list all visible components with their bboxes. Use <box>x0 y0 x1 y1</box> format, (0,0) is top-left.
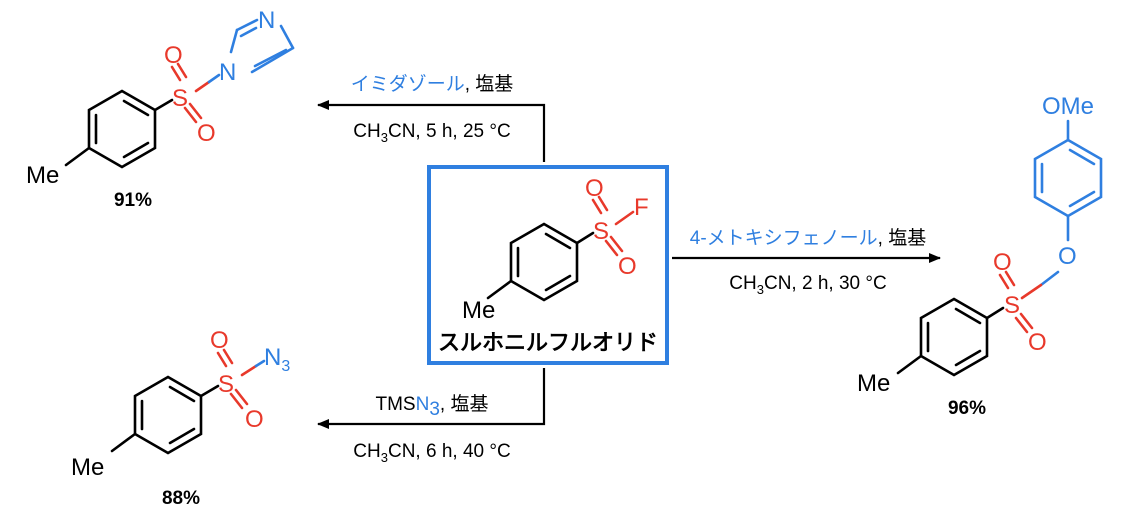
imidazole-conditions: CH3CN, 5 h, 25 °C <box>353 121 510 145</box>
center-compound-name: スルホニルフルオリド <box>438 330 658 355</box>
imidazole-ring <box>229 18 295 74</box>
azide-conditions: CH3CN, 6 h, 40 °C <box>353 441 510 465</box>
center-highlight-box <box>427 165 669 365</box>
imidazole-product-benzene <box>87 89 157 169</box>
imidazole-reagent-line: イミダゾール, 塩基 <box>351 73 514 95</box>
phenol-oxygen-top: O <box>993 249 1012 276</box>
azide-n3-label: N3 <box>264 344 290 375</box>
imidazole-n3-label: N <box>258 7 275 34</box>
azide-methyl-label: Me <box>71 454 104 481</box>
imidazole-sulfur-label: S <box>172 85 188 112</box>
center-methyl-bond <box>486 279 513 300</box>
conditions-azide: TMSN3, 塩基 CH3CN, 6 h, 40 °C <box>353 393 510 465</box>
phenol-reagent-line: 4-メトキシフェノール, 塩基 <box>690 227 926 249</box>
azide-product-benzene <box>133 375 203 455</box>
azide-oxygen-bottom: O <box>245 406 264 433</box>
product-azide: Me S O O N3 88% <box>71 327 290 509</box>
phenol-methoxy-label: OMe <box>1042 93 1094 120</box>
azide-yield: 88% <box>162 488 200 509</box>
phenol-ring <box>1033 138 1103 218</box>
center-aryl-s-bond <box>575 231 595 245</box>
conditions-phenol: 4-メトキシフェノール, 塩基 CH3CN, 2 h, 30 °C <box>690 227 926 297</box>
phenol-methyl-label: Me <box>857 370 890 397</box>
phenol-yield: 96% <box>948 398 986 419</box>
product-phenol: OMe O S O O Me 96% <box>857 93 1103 419</box>
product-imidazole: Me S O O N N 91% <box>26 7 295 211</box>
center-benzene-ring <box>509 222 579 302</box>
azide-reagent-line: TMSN3, 塩基 <box>376 393 489 420</box>
phenol-product-benzene <box>919 297 989 377</box>
center-fluorine-label: F <box>634 194 649 221</box>
arrow-to-azide <box>317 368 546 429</box>
imidazole-oxygen-bottom: O <box>197 120 216 147</box>
imidazole-n1-label: N <box>219 59 236 86</box>
center-sulfur-label: S <box>593 218 609 245</box>
conditions-imidazole: イミダゾール, 塩基 CH3CN, 5 h, 25 °C <box>351 73 514 145</box>
imidazole-oxygen-top: O <box>164 42 183 69</box>
arrow-to-imidazole <box>317 100 546 162</box>
phenol-ester-oxygen: O <box>1058 243 1077 270</box>
phenol-oxygen-bottom: O <box>1028 329 1047 356</box>
azide-sulfur-label: S <box>218 371 234 398</box>
phenol-sulfur-label: S <box>1004 292 1020 319</box>
center-oxygen-top: O <box>585 175 604 202</box>
center-molecule: Me S O O F スルホニルフルオリド <box>427 165 669 365</box>
imidazole-methyl-label: Me <box>26 162 59 189</box>
azide-oxygen-top: O <box>210 327 229 354</box>
center-oxygen-bottom: O <box>618 253 637 280</box>
center-methyl-label: Me <box>462 297 495 324</box>
imidazole-yield: 91% <box>114 190 152 211</box>
phenol-conditions: CH3CN, 2 h, 30 °C <box>729 273 886 297</box>
